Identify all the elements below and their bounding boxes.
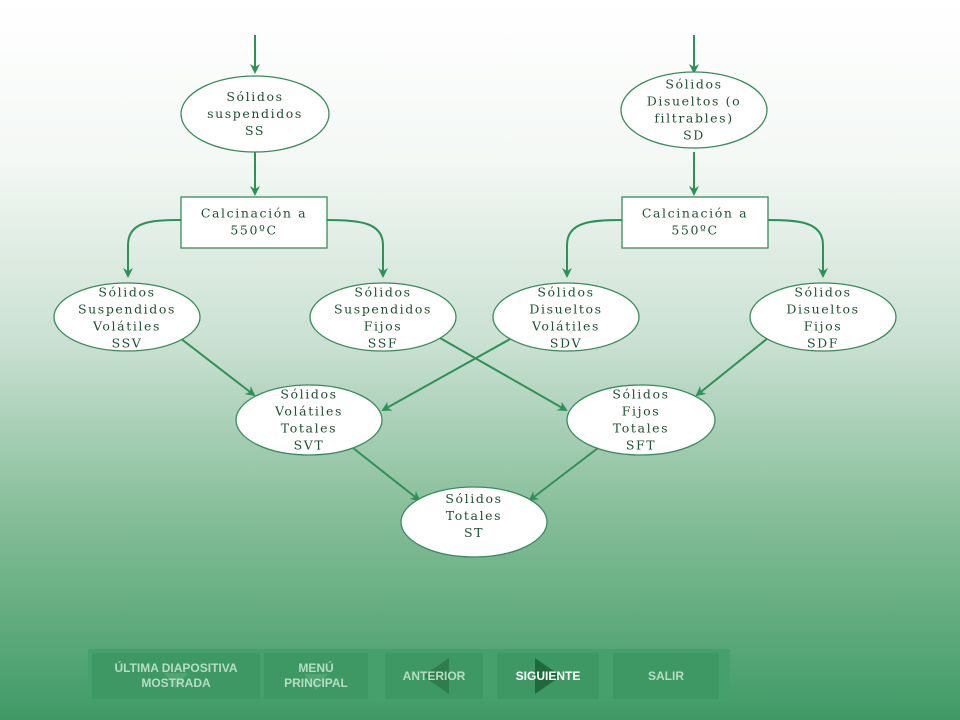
node-label-line: SDV [550,336,582,351]
exit-button[interactable]: SALIR [613,653,719,699]
node-label-line: Disueltos [786,302,859,317]
next-label: SIGUIENTE [515,668,581,683]
node-label-line: Sólidos [794,285,851,300]
node-label-line: Fijos [622,404,661,419]
node-calc-right-shape [621,196,769,249]
arrow-ssv-to-svt [179,337,256,397]
node-label-line: SSF [368,336,398,351]
node-label-line: Suspendidos [334,302,432,317]
node-ssv-shape [53,282,201,352]
node-sft-shape [566,384,716,456]
left-arrow-icon [423,658,449,694]
main-menu-label: MENÚ PRINCIPAL [284,661,348,690]
node-label-line: suspendidos [207,106,303,121]
node-label-line: SDF [807,336,839,351]
last-slide-label: ÚLTIMA DIAPOSITIVA MOSTRADA [114,661,238,690]
previous-button[interactable]: ANTERIOR [385,653,483,699]
node-label-line: Suspendidos [78,302,176,317]
connectors [123,35,828,502]
main-menu-button[interactable]: MENÚ PRINCIPAL [264,653,368,699]
node-label-line: Sólidos [612,387,669,402]
arrow-calc-to-sdv [562,219,623,278]
node-label-line: 550ºC [671,223,718,238]
node-ss-shape [180,75,330,153]
arrow-calc-to-ssf [326,219,388,278]
node-svt-shape [235,384,383,456]
node-label-line: filtrables) [654,111,733,126]
node-label-line: ST [464,525,484,540]
node-label-line: Volátiles [531,319,600,334]
node-ssf-shape [309,282,457,352]
node-label-line: Sólidos [445,491,502,506]
node-label-line: Calcinación a [642,206,748,221]
node-calc-right-label: Calcinación a 550ºC [642,206,748,238]
down-triangle-icon [164,672,188,689]
down-triangle-icon [304,674,328,691]
node-calc-left-label: Calcinación a 550ºC [201,206,307,238]
arrow-calc-to-sdf [767,219,828,278]
node-label-line: 550ºC [230,223,277,238]
node-label-line: Sólidos [665,77,722,92]
node-label-line: Sólidos [98,285,155,300]
node-label-line: Fijos [804,319,843,334]
arrow-ssf-to-sft [439,337,568,411]
arrow-calc-to-ssv [123,219,182,278]
previous-label: ANTERIOR [402,668,466,683]
node-calc-left-shape [180,196,328,249]
node-label-line: Calcinación a [201,206,307,221]
node-label-line: Volátiles [274,404,343,419]
node-label-line: SVT [294,438,325,453]
exit-label: SALIR [648,668,684,683]
arrow-svt-to-st [352,447,421,502]
node-sdv-shape [492,282,640,352]
next-button[interactable]: SIGUIENTE [497,653,599,699]
arrow-sft-to-st [528,447,599,502]
node-st-shape [400,486,548,558]
node-label-line: Volátiles [92,319,161,334]
node-label-line: Totales [613,421,669,436]
node-label-line: Fijos [364,319,403,334]
node-label-line: Disueltos (o [647,94,741,109]
node-label-line: SFT [626,438,656,453]
node-sd-shape [620,71,768,149]
node-label-line: Sólidos [354,285,411,300]
node-label-line: SSV [112,336,143,351]
right-arrow-icon [535,658,561,694]
node-label-line: Sólidos [280,387,337,402]
node-label-line: SS [245,123,265,138]
node-label-line: Sólidos [537,285,594,300]
node-label-line: SD [683,128,705,143]
arrow-sdv-to-svt [381,337,513,411]
arrow-sdf-to-sft [695,337,769,397]
node-label-line: Totales [446,508,502,523]
node-sdf-shape [749,282,897,352]
nodes [53,71,897,558]
last-slide-button[interactable]: ÚLTIMA DIAPOSITIVA MOSTRADA [92,653,260,699]
node-label-line: Disueltos [529,302,602,317]
node-label-line: Sólidos [226,89,283,104]
node-label-line: Totales [281,421,337,436]
